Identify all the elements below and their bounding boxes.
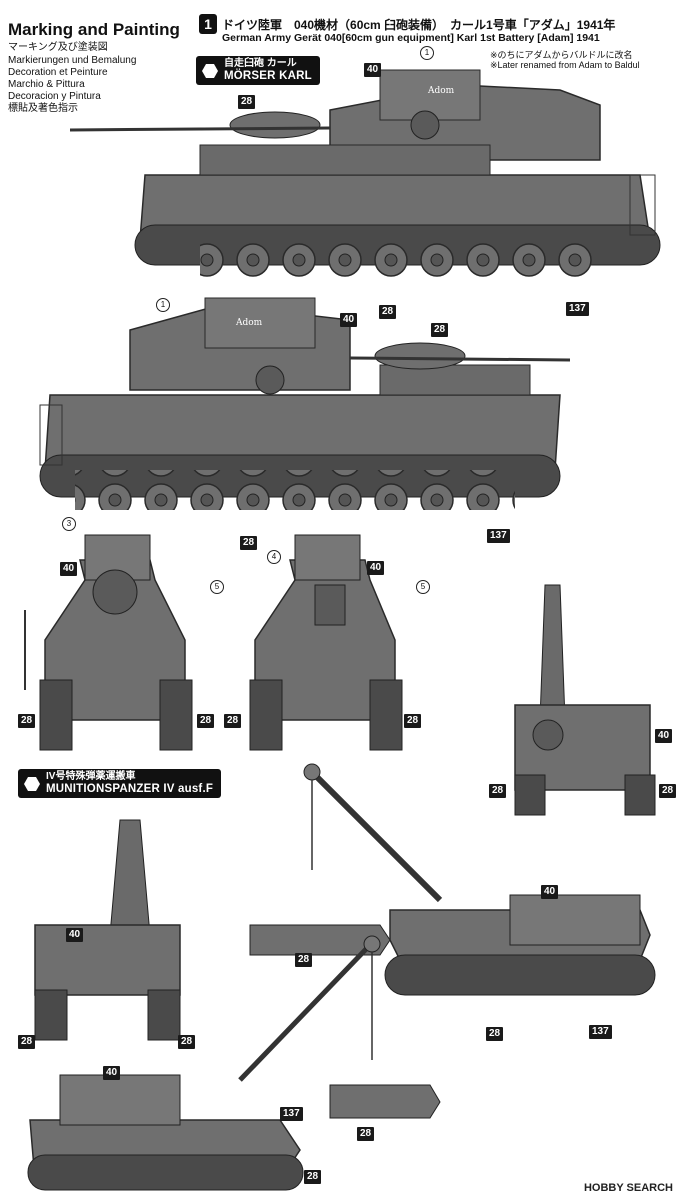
header-line-en: German Army Gerät 040[60cm gun equipment…	[222, 32, 600, 44]
karl-rear-view	[249, 534, 403, 751]
callout-badge: 40	[66, 928, 84, 942]
callout-badge: 137	[487, 529, 510, 543]
page-title: Marking and Painting	[8, 20, 180, 39]
callout-badge: 28	[178, 1035, 196, 1049]
subtitle-jp: マーキング及び塗装図	[8, 42, 108, 53]
rename-note-en: ※Later renamed from Adam to Baldul	[490, 60, 640, 70]
callout-badge: 28	[238, 95, 256, 109]
callout-badge: 40	[541, 885, 559, 899]
vehicle-name-adom: Adom	[236, 318, 263, 328]
callout-badge: 28	[18, 714, 36, 728]
callout-circled: 5	[416, 580, 430, 594]
header-line-jp: ドイツ陸軍 040機材（60cm 臼砲装備） カール1号車「アダム」1941年	[222, 18, 616, 32]
callout-badge: 28	[486, 1027, 504, 1041]
callout-badge: 28	[379, 305, 397, 319]
subtitle-it: Marchio & Pittura	[8, 79, 85, 90]
subtitle-es: Decoracion y Pintura	[8, 91, 101, 102]
callout-circled: 4	[267, 550, 281, 564]
munitionspanzer-crane-left	[27, 935, 441, 1191]
munition-banner: IV号特殊弾薬運搬車 MUNITIONSPANZER IV ausf.F	[18, 769, 222, 798]
callout-badge: 28	[489, 784, 507, 798]
vehicle-name-adom: Adom	[428, 86, 455, 96]
callout-badge: 28	[224, 714, 242, 728]
callout-badge: 28	[18, 1035, 36, 1049]
karl-side-view-left	[69, 69, 661, 278]
munitionspanzer-front-view-top	[514, 584, 656, 816]
unit-number-badge: 1	[199, 14, 217, 34]
hobby-search-logo: HOBBY SEARCH	[583, 1182, 673, 1194]
callout-circled: 3	[62, 517, 76, 531]
callout-badge: 28	[197, 714, 215, 728]
karl-side-view-right	[39, 297, 571, 510]
callout-badge: 28	[659, 784, 677, 798]
callout-badge: 40	[103, 1066, 121, 1080]
hexagon-icon	[24, 776, 40, 791]
callout-circled: 5	[210, 580, 224, 594]
karl-banner-en: MÖRSER KARL	[224, 70, 312, 82]
callout-badge: 137	[589, 1025, 612, 1039]
callout-circled: 1	[156, 298, 170, 312]
callout-badge: 28	[295, 953, 313, 967]
callout-badge: 28	[357, 1127, 375, 1141]
callout-badge: 28	[431, 323, 449, 337]
callout-badge: 40	[367, 561, 385, 575]
munitionspanzer-front-view-bottom	[34, 819, 181, 1041]
hexagon-icon	[202, 63, 218, 78]
callout-badge: 28	[304, 1170, 322, 1184]
subtitle-de: Markierungen und Bemalung	[8, 55, 137, 66]
callout-badge: 28	[240, 536, 258, 550]
callout-badge: 40	[655, 729, 673, 743]
munition-banner-en: MUNITIONSPANZER IV ausf.F	[46, 783, 214, 795]
munition-banner-jp: IV号特殊弾薬運搬車	[46, 771, 136, 782]
rename-note-jp: ※のちにアダムからバルドルに改名	[490, 50, 633, 60]
karl-front-view	[24, 534, 193, 751]
callout-badge: 28	[404, 714, 422, 728]
callout-badge: 40	[60, 562, 78, 576]
subtitle-fr: Decoration et Peinture	[8, 67, 108, 78]
callout-badge: 40	[364, 63, 382, 77]
subtitle-cn: 標貼及著色指示	[8, 103, 78, 114]
munitionspanzer-crane-right	[249, 763, 656, 996]
callout-badge: 40	[340, 313, 358, 327]
karl-banner-jp: 自走臼砲 カール	[224, 58, 297, 69]
karl-banner: 自走臼砲 カール MÖRSER KARL	[196, 56, 320, 85]
callout-badge: 137	[566, 302, 589, 316]
callout-badge: 137	[280, 1107, 303, 1121]
callout-circled: 1	[420, 46, 434, 60]
